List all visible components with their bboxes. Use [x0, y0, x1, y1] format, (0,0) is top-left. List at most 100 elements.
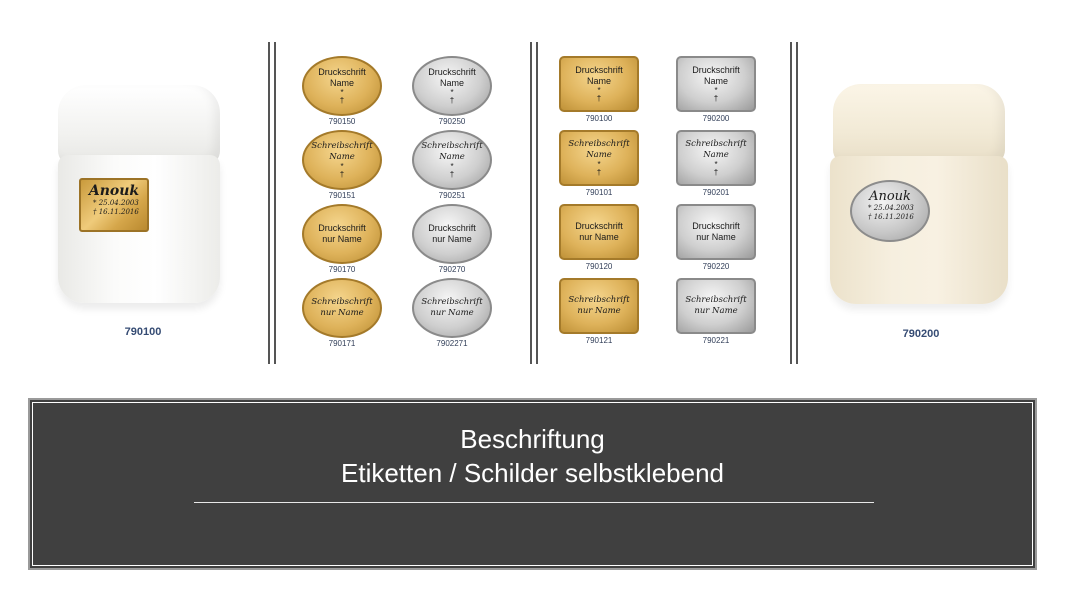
birth-symbol: *: [450, 162, 454, 171]
label-line1: Schreibschrift: [568, 139, 630, 149]
death-symbol: †: [596, 94, 602, 103]
label-line2: Name: [586, 150, 612, 160]
label-line1: Druckschrift: [575, 65, 623, 75]
label-code: 7902271: [436, 339, 468, 348]
banner-subtitle: Etiketten / Schilder selbstklebend: [341, 458, 724, 488]
label-line1: Schreibschrift: [421, 141, 483, 151]
label-code: 790121: [585, 336, 613, 345]
banner-rule: [194, 502, 874, 503]
label-line2: Name: [586, 76, 611, 86]
urn-name-plate-gold: Anouk * 25.04.2003 † 16.11.2016: [79, 178, 149, 232]
label-line1: Druckschrift: [575, 221, 623, 231]
label-line2: nur Name: [320, 308, 364, 318]
label-line2: nur Name: [430, 308, 474, 318]
death-symbol: †: [713, 168, 719, 177]
urn-name-plate-silver: Anouk * 25.04.2003 † 16.11.2016: [850, 180, 930, 242]
divider: [274, 42, 276, 364]
label-code: 790151: [328, 191, 356, 200]
divider: [536, 42, 538, 364]
birth-symbol: *: [597, 86, 601, 95]
label-line1: Druckschrift: [692, 221, 740, 231]
label-line2: nur Name: [579, 232, 619, 242]
label-line1: Schreibschrift: [311, 141, 373, 151]
label-line1: Schreibschrift: [568, 295, 630, 305]
label-line2: Name: [329, 78, 354, 88]
label-line1: Schreibschrift: [685, 295, 747, 305]
divider: [790, 42, 792, 364]
plate-name: Anouk: [88, 183, 140, 199]
urn-code: 790200: [902, 328, 940, 340]
divider: [268, 42, 270, 364]
label-line1: Druckschrift: [318, 67, 366, 77]
label-line2: nur Name: [322, 234, 362, 244]
label-line2: Name: [329, 152, 355, 162]
label-line1: Schreibschrift: [311, 297, 373, 307]
death-symbol: †: [596, 168, 602, 177]
label-line2: nur Name: [696, 232, 736, 242]
label-line1: Druckschrift: [428, 67, 476, 77]
birth-symbol: *: [450, 88, 454, 97]
death-symbol: †: [449, 96, 455, 105]
label-line2: nur Name: [694, 306, 738, 316]
label-code: 790201: [702, 188, 730, 197]
label-code: 790250: [438, 117, 466, 126]
birth-symbol: *: [340, 88, 344, 97]
label-code: 790170: [328, 265, 356, 274]
label-code: 790150: [328, 117, 356, 126]
plate-name: Anouk: [869, 189, 911, 204]
urn-code: 790100: [124, 326, 162, 338]
label-code: 790270: [438, 265, 466, 274]
urn-cream: Anouk * 25.04.2003 † 16.11.2016: [808, 80, 1048, 320]
divider: [530, 42, 532, 364]
death-symbol: †: [713, 94, 719, 103]
label-code: 790251: [438, 191, 466, 200]
label-line2: Name: [439, 152, 465, 162]
label-line1: Schreibschrift: [685, 139, 747, 149]
divider: [796, 42, 798, 364]
label-line2: nur Name: [577, 306, 621, 316]
urn-lid: [58, 85, 220, 165]
plate-born: * 25.04.2003: [868, 204, 914, 212]
plate-died: † 16.11.2016: [868, 213, 914, 221]
label-code: 790120: [585, 262, 613, 271]
birth-symbol: *: [714, 86, 718, 95]
label-code: 790221: [702, 336, 730, 345]
death-symbol: †: [339, 96, 345, 105]
urn-lid: [833, 84, 1005, 164]
label-line2: nur Name: [432, 234, 472, 244]
birth-symbol: *: [597, 160, 601, 169]
label-code: 790171: [328, 339, 356, 348]
label-line2: Name: [703, 150, 729, 160]
death-symbol: †: [339, 170, 345, 179]
plate-born: * 25.04.2003: [93, 199, 139, 207]
banner-title: Beschriftung: [460, 424, 605, 454]
label-line1: Druckschrift: [692, 65, 740, 75]
label-code: 790100: [585, 114, 613, 123]
label-line2: Name: [703, 76, 728, 86]
banner-panel: Beschriftung Etiketten / Schilder selbst…: [28, 398, 1037, 570]
label-line2: Name: [439, 78, 464, 88]
label-code: 790101: [585, 188, 613, 197]
label-code: 790220: [702, 262, 730, 271]
label-line1: Schreibschrift: [421, 297, 483, 307]
birth-symbol: *: [714, 160, 718, 169]
urn-white: Anouk * 25.04.2003 † 16.11.2016: [28, 80, 268, 320]
plate-died: † 16.11.2016: [93, 208, 139, 216]
birth-symbol: *: [340, 162, 344, 171]
label-line1: Druckschrift: [318, 223, 366, 233]
